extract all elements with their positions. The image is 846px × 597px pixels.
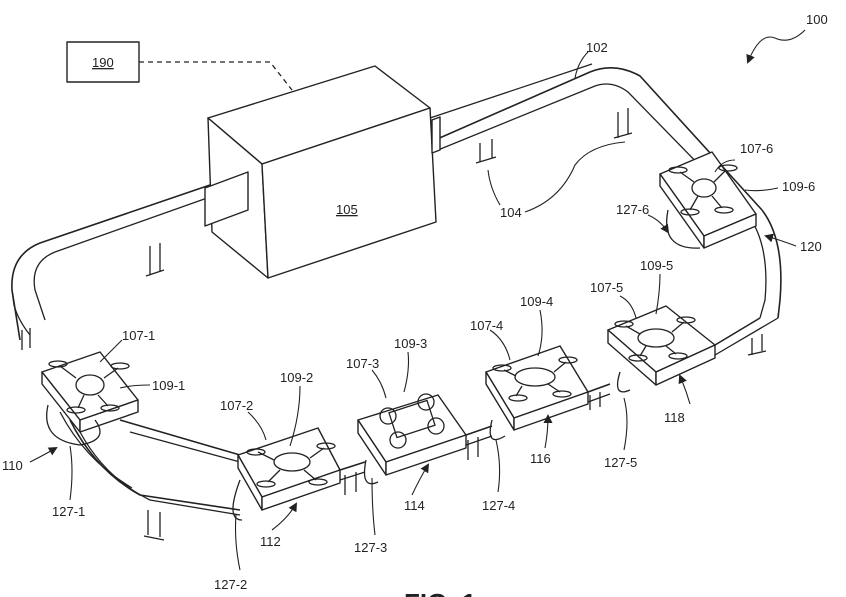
- station-118: [607, 305, 716, 393]
- label-vehicle-107-4: 107-4: [470, 318, 503, 333]
- label-system-100: 100: [806, 12, 828, 27]
- label-drone-109-1: 109-1: [152, 378, 185, 393]
- label-drone-109-2: 109-2: [280, 370, 313, 385]
- label-coupler-127-6: 127-6: [616, 202, 649, 217]
- label-structure-105: 105: [336, 202, 358, 217]
- label-vehicle-107-6: 107-6: [740, 141, 773, 156]
- label-drone-109-5: 109-5: [640, 258, 673, 273]
- label-rail-104: 104: [500, 205, 522, 220]
- conveyor-track: [11, 63, 782, 516]
- central-structure: [204, 65, 441, 279]
- label-coupler-127-5: 127-5: [604, 455, 637, 470]
- label-drone-109-3: 109-3: [394, 336, 427, 351]
- label-station-110: 110: [2, 458, 23, 473]
- station-116: [485, 345, 589, 441]
- label-coupler-127-2: 127-2: [214, 577, 247, 592]
- label-coupler-127-3: 127-3: [354, 540, 387, 555]
- label-vehicle-107-1: 107-1: [122, 328, 155, 343]
- label-track-102: 102: [586, 40, 608, 55]
- label-station-118: 118: [664, 410, 685, 425]
- label-station-120: 120: [800, 239, 822, 254]
- label-station-116: 116: [530, 451, 551, 466]
- leader-lines: [29, 29, 806, 571]
- label-coupler-127-1: 127-1: [52, 504, 85, 519]
- label-vehicle-107-2: 107-2: [220, 398, 253, 413]
- remote-system-box: [66, 41, 293, 91]
- label-drone-109-6: 109-6: [782, 179, 815, 194]
- reference-labels: 100 102 104 105 190 107-1 109-1 110 127-…: [2, 12, 828, 597]
- label-drone-109-4: 109-4: [520, 294, 553, 309]
- station-112: [232, 427, 341, 521]
- station-110: [41, 351, 139, 446]
- label-station-114: 114: [404, 498, 425, 513]
- station-114: [357, 393, 467, 485]
- track-supports: [21, 108, 767, 541]
- label-remote-190: 190: [92, 55, 114, 70]
- figure-caption: FIG. 1: [404, 588, 476, 597]
- station-120: [659, 151, 757, 249]
- label-vehicle-107-5: 107-5: [590, 280, 623, 295]
- label-vehicle-107-3: 107-3: [346, 356, 379, 371]
- label-station-112: 112: [260, 534, 281, 549]
- label-coupler-127-4: 127-4: [482, 498, 515, 513]
